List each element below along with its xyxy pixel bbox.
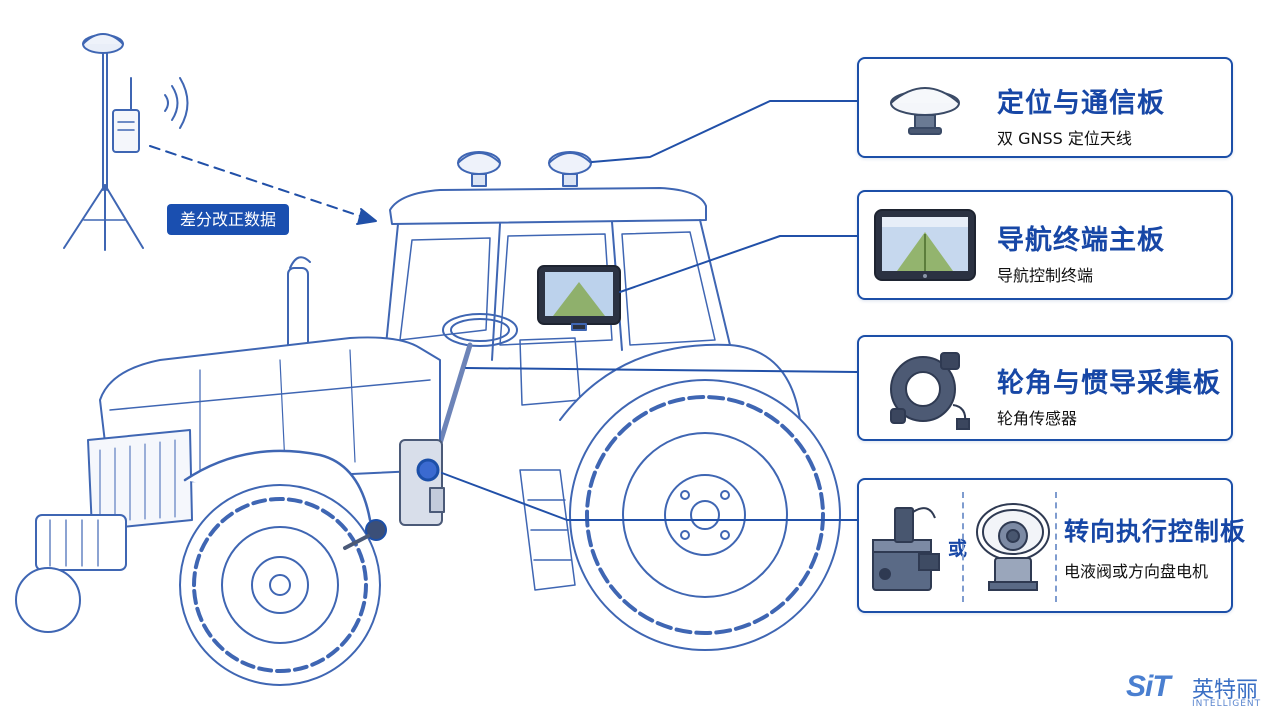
steering-wheel-motor-icon — [976, 503, 1050, 591]
logo-mark: SiT — [1126, 670, 1171, 703]
card-subtitle: 导航控制终端 — [997, 266, 1094, 285]
card-title: 轮角与惯导采集板 — [997, 368, 1221, 399]
card-title: 定位与通信板 — [997, 88, 1165, 119]
gnss-antenna-icon — [890, 87, 960, 135]
or-label: 或 — [948, 538, 968, 560]
card-subtitle: 轮角传感器 — [997, 409, 1078, 428]
logo-name-en: INTELLIGENT — [1192, 699, 1262, 709]
wheel-angle-sensor-on-tractor — [343, 519, 387, 550]
card-title: 导航终端主板 — [997, 225, 1165, 256]
logo-name-cn: 英特丽 — [1192, 678, 1259, 703]
wheel-angle-sensor-icon — [890, 352, 970, 430]
tractor — [15, 151, 841, 686]
leader-lines — [441, 100, 858, 521]
card-navigation-terminal-board: 导航终端主板 导航控制终端 — [857, 190, 1233, 300]
hydraulic-valve-icon — [872, 507, 940, 591]
divider — [1055, 492, 1057, 602]
correction-data-badge: 差分改正数据 — [167, 204, 289, 235]
card-title: 转向执行控制板 — [1064, 517, 1247, 546]
brand-logo: SiT 英特丽 INTELLIGENT — [1124, 668, 1274, 714]
front-wheel — [15, 484, 381, 686]
rtk-base-station — [63, 33, 189, 251]
card-steering-actuator-board: 或 转向执行控制板 电液阀或方向盘电机 — [857, 478, 1245, 613]
navigation-terminal-icon — [874, 209, 976, 281]
card-subtitle: 电液阀或方向盘电机 — [1064, 562, 1209, 581]
card-subtitle: 双 GNSS 定位天线 — [997, 129, 1132, 148]
steering-valve-on-tractor — [399, 439, 445, 526]
divider — [962, 492, 964, 602]
rear-wheel — [569, 379, 841, 651]
card-positioning-communication-board: 定位与通信板 双 GNSS 定位天线 — [857, 57, 1233, 158]
card-wheel-angle-ins-board: 轮角与惯导采集板 轮角传感器 — [857, 335, 1233, 441]
navigation-terminal-on-tractor — [537, 265, 621, 331]
